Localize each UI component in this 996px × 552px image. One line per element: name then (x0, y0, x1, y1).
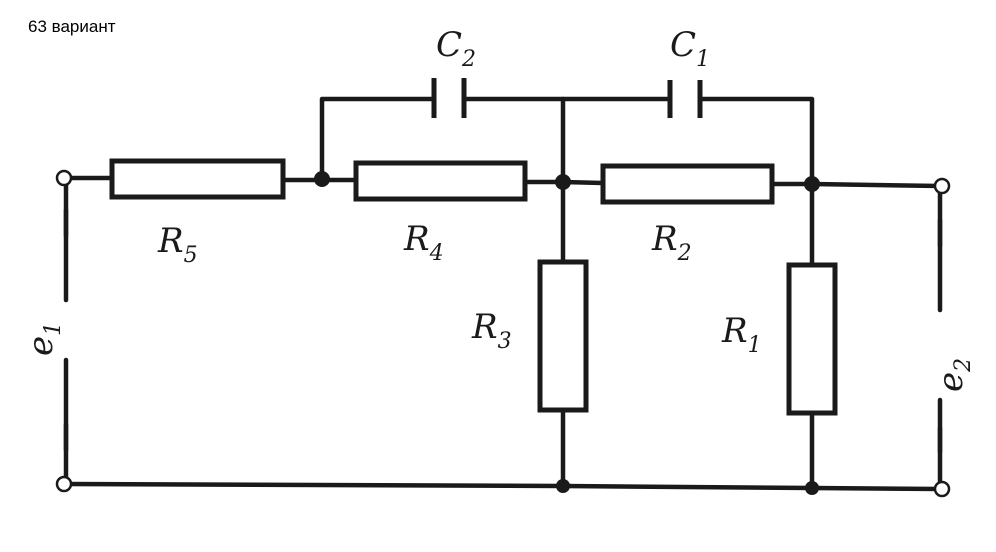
variant-title: 63 вариант (28, 17, 116, 36)
wire-bottom (63, 481, 943, 492)
capacitor-c1 (667, 80, 703, 118)
terminal-output-bottom (933, 480, 951, 498)
label-r5: R5 (157, 221, 198, 268)
label-c2: C2 (436, 25, 476, 72)
junction-nodeA (314, 171, 330, 187)
terminal-input-top (55, 169, 73, 187)
junction-bottom-r1 (805, 481, 819, 495)
junction-nodeC (804, 176, 820, 192)
resistor-r3 (537, 259, 589, 413)
label-r4: R4 (403, 219, 444, 266)
junction-nodeB (555, 174, 571, 190)
capacitor-c2 (431, 78, 467, 118)
resistor-r1 (786, 262, 838, 416)
terminal-output-top (933, 177, 951, 195)
terminal-input-bottom (55, 475, 73, 493)
label-r3: R3 (471, 307, 512, 354)
label-r1: R1 (721, 311, 762, 358)
wires (63, 96, 943, 492)
resistor-r2 (600, 163, 775, 205)
label-e2: e2 (931, 358, 976, 392)
wire-nodeC-output (809, 181, 943, 189)
label-r2: R2 (651, 219, 692, 266)
wire-c1-nodeC (697, 96, 815, 187)
wire-nodeA-c2 (319, 96, 437, 181)
resistor-r4 (353, 160, 528, 202)
label-e1: e1 (21, 322, 66, 356)
resistor-r5 (109, 158, 286, 200)
junction-bottom-r3 (556, 479, 570, 493)
label-c1: C1 (670, 25, 710, 72)
